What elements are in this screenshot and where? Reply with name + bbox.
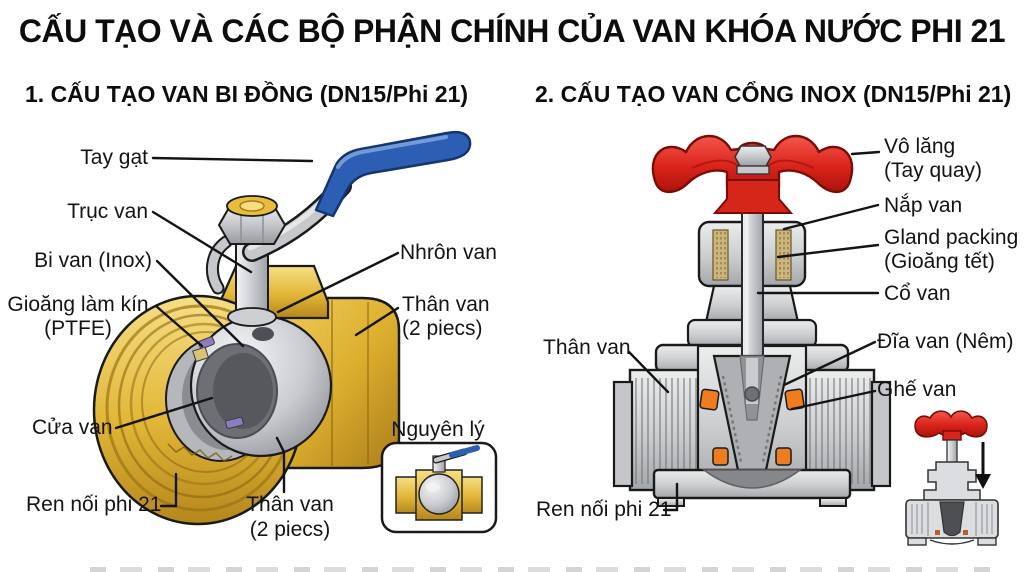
page-title: CẤU TẠO VÀ CÁC BỘ PHẬN CHÍNH CỦA VAN KHÓ… [18, 13, 1006, 49]
ball-valve-illustration [92, 130, 472, 526]
gland-packing-left [712, 229, 729, 281]
label-cua-van: Cửa van [32, 416, 113, 439]
label-truc-van: Trục van [67, 200, 148, 223]
leader-dia-van [782, 340, 877, 387]
bottom-cavity [701, 469, 803, 489]
leader-bi-van [155, 259, 245, 348]
down-arrow-icon [975, 442, 991, 489]
label-vo-lang-line1: Vô lăng [884, 135, 956, 158]
handwheel [651, 134, 854, 214]
label-ghe-van: Ghế van [877, 378, 957, 401]
leader-lines [114, 150, 881, 512]
leader-vo-lang [850, 150, 881, 156]
label-than-van-right-line2: (2 piecs) [402, 317, 483, 340]
label-dia-van: Đĩa van (Nêm) [877, 330, 1014, 353]
leader-ren-noi-right [662, 482, 679, 512]
handwheel-hub [712, 179, 794, 214]
leader-gioang-lam-kin [154, 304, 204, 348]
label-gland-packing-line1: Gland packing [884, 226, 1019, 249]
leader-gland-packing [776, 243, 880, 259]
label-than-van-gate: Thân van [543, 336, 631, 359]
label-ren-noi-left: Ren nối phi 21 [26, 493, 162, 516]
stem-nut-top [734, 145, 772, 169]
left-port-cap [612, 380, 634, 488]
principle-inset [380, 441, 498, 534]
left-section-title: 1. CẤU TẠO VAN BI ĐỒNG (DN15/Phi 21) [25, 81, 469, 107]
leader-than-van-right [354, 306, 400, 337]
seat-seal-bottom-left [712, 447, 729, 466]
label-gioang-lam-kin-line1: Gioăng làm kín [7, 293, 149, 316]
gate-valve-illustration [612, 134, 892, 507]
wedge-pin-hole [744, 386, 760, 402]
label-gland-packing-line2: (Gioăng tết) [884, 250, 995, 273]
label-vo-lang-line2: (Tay quay) [884, 159, 983, 182]
seat-seal-top-left [699, 388, 720, 411]
label-nap-van: Nắp van [884, 194, 963, 217]
mini-ball-valve-icon [395, 445, 483, 521]
cropped-bottom-text [90, 567, 1002, 572]
label-ren-noi-right: Ren nối phi 21 [536, 498, 672, 521]
leader-nhron-van [276, 251, 400, 314]
leader-tay-gat [151, 156, 314, 163]
leader-than-van-bottom [275, 436, 286, 494]
label-co-van: Cổ van [884, 282, 951, 305]
leader-ghe-van [790, 389, 877, 411]
label-tay-gat: Tay gạt [80, 146, 148, 169]
seat-block [192, 346, 210, 363]
label-gioang-lam-kin-line2: (PTFE) [44, 317, 112, 340]
right-port-cap [870, 380, 892, 488]
stem-collar [227, 307, 277, 327]
stem-hole [252, 327, 274, 341]
label-than-van-bottom-line1: Thân van [246, 493, 334, 516]
seat-seal-bottom-right [775, 447, 792, 466]
label-than-van-right-line1: Thân van [402, 293, 490, 316]
leader-truc-van [151, 210, 253, 274]
leader-cua-van [114, 396, 214, 430]
label-than-van-bottom-line2: (2 piecs) [249, 518, 331, 541]
ptfe-seal-bottom [225, 416, 244, 429]
label-nhron-van: Nhrôn van [400, 241, 497, 264]
leader-nap-van [782, 203, 880, 231]
leader-ren-noi-left [159, 472, 178, 508]
label-nguyen-ly: Nguyên lý [391, 418, 485, 441]
leader-than-van-gate [627, 350, 670, 394]
right-section-title: 2. CẤU TẠO VAN CỔNG INOX (DN15/Phi 21) [535, 81, 1012, 107]
mini-gate-valve-icon [905, 410, 999, 546]
label-bi-van: Bi van (Inox) [34, 249, 152, 272]
